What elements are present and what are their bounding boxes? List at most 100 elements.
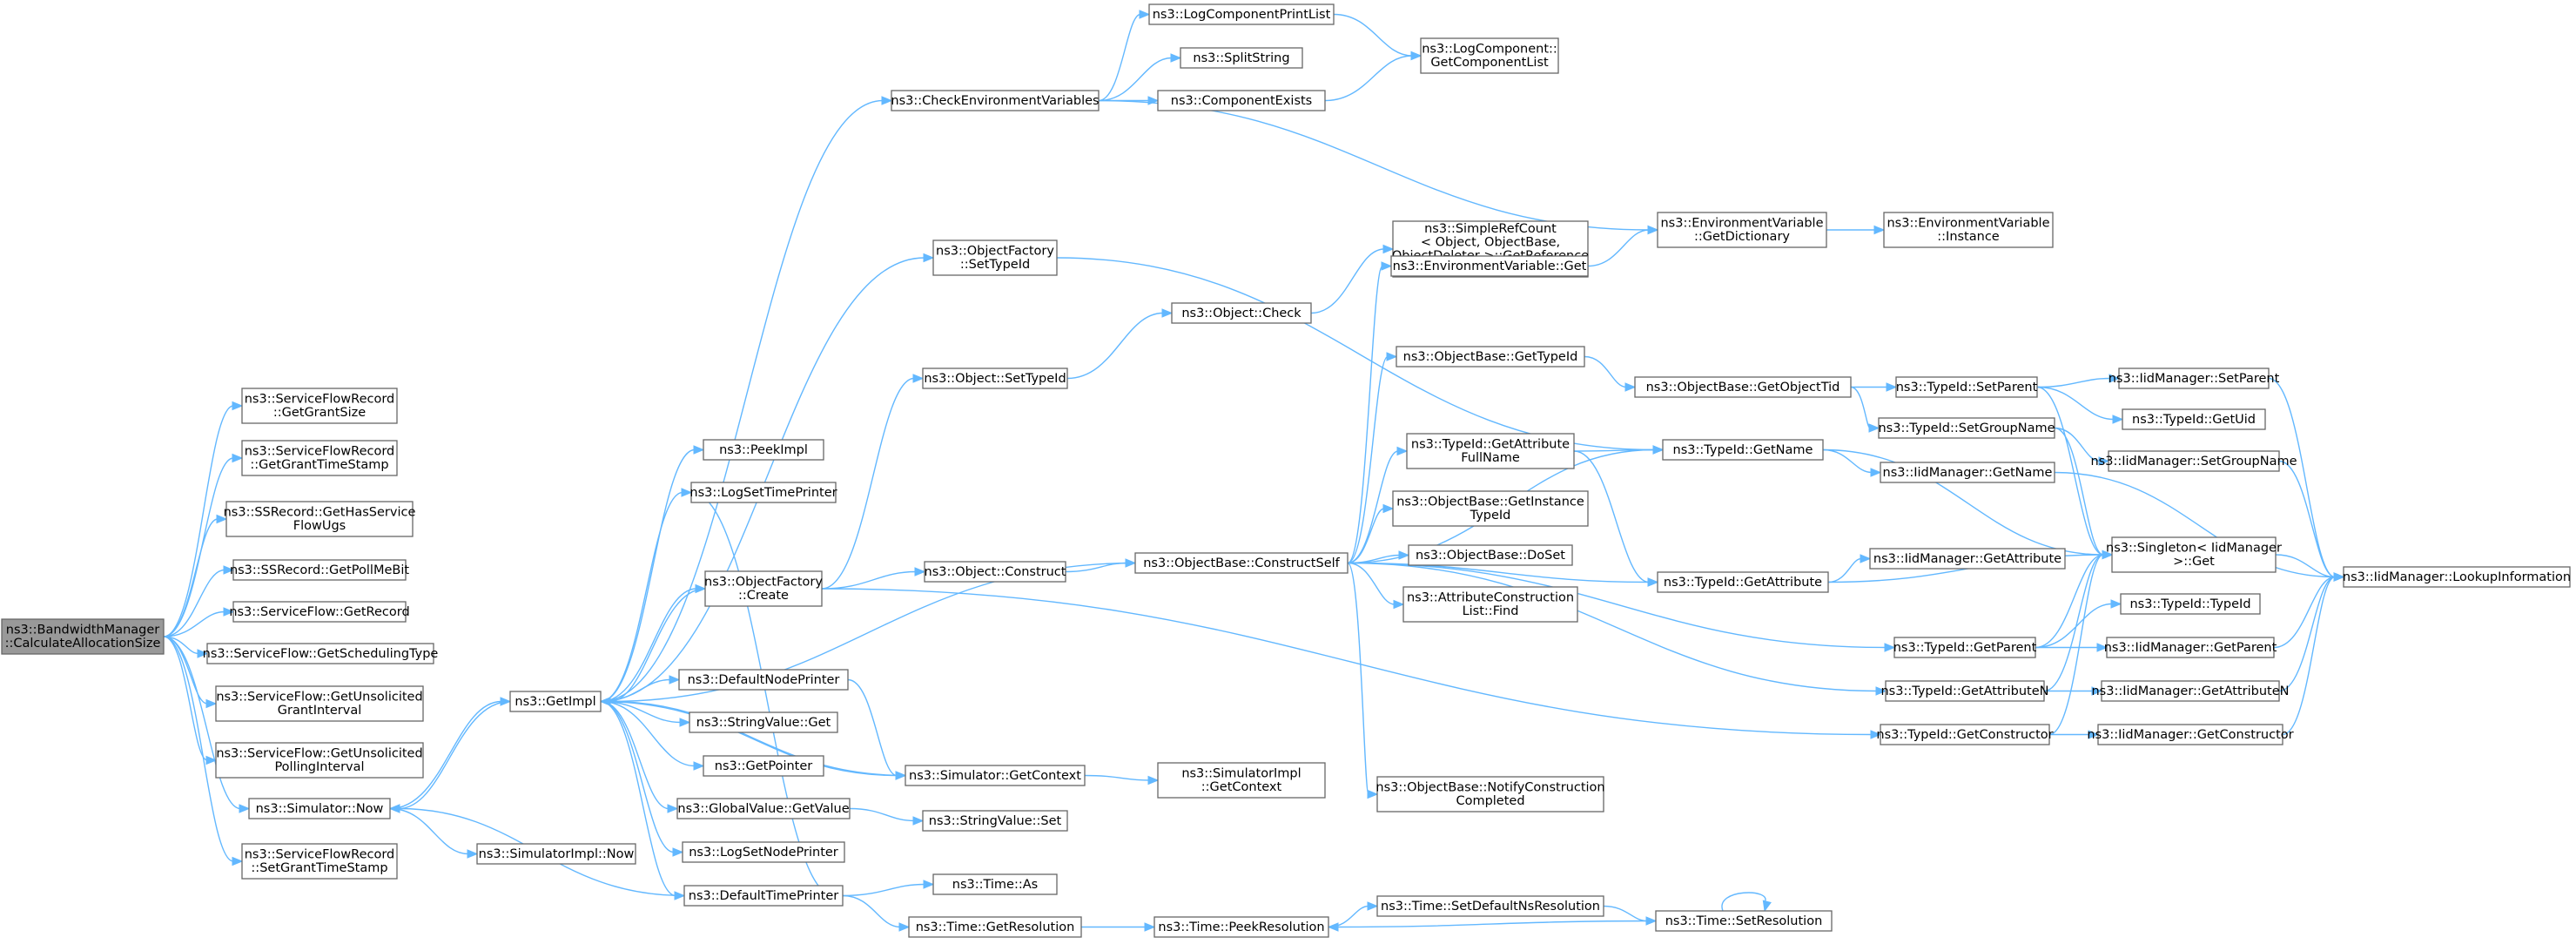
node-logsettp[interactable]: ns3::LogSetTimePrinter	[689, 482, 837, 503]
node-peekimpl[interactable]: ns3::PeekImpl	[703, 439, 824, 461]
node-compexists[interactable]: ns3::ComponentExists	[1157, 90, 1326, 111]
node-iid-getparent[interactable]: ns3::IidManager::GetParent	[2104, 637, 2277, 658]
node-stringvalue-set[interactable]: ns3::StringValue::Set	[922, 810, 1068, 832]
node-logsetnp[interactable]: ns3::LogSetNodePrinter	[682, 841, 845, 863]
node-root[interactable]: ns3::BandwidthManager::CalculateAllocati…	[1, 618, 165, 655]
edge-tid-getconstructor-to-iid-getconstructor	[2048, 730, 2100, 739]
node-sfr-setgrantts[interactable]: ns3::ServiceFlowRecord::SetGrantTimeStam…	[241, 843, 398, 880]
node-ob-gettypeid[interactable]: ns3::ObjectBase::GetTypeId	[1396, 346, 1585, 367]
edge-time-getres-to-time-peekres	[1080, 922, 1156, 932]
node-iid-lookupinfo[interactable]: ns3::IidManager::LookupInformation	[2343, 566, 2571, 588]
node-box	[2097, 724, 2283, 745]
node-tid-getattributen[interactable]: ns3::TypeId::GetAttributeN	[1880, 680, 2049, 702]
node-sf-getsched[interactable]: ns3::ServiceFlow::GetSchedulingType	[203, 643, 439, 664]
node-label: ns3::ObjectBase::GetTypeId	[1403, 350, 1578, 364]
node-sfr-getgrantts[interactable]: ns3::ServiceFlowRecord::GetGrantTimeStam…	[241, 440, 398, 476]
node-simimpl-getcontext[interactable]: ns3::SimulatorImpl::GetContext	[1157, 762, 1326, 799]
node-label: ns3::SimulatorImpl	[1181, 767, 1301, 781]
node-defnodeprinter[interactable]: ns3::DefaultNodePrinter	[678, 669, 849, 691]
node-deftimeprinter[interactable]: ns3::DefaultTimePrinter	[683, 885, 844, 907]
edge-arrowhead	[1170, 53, 1182, 63]
node-time-setdefaultns[interactable]: ns3::Time::SetDefaultNsResolution	[1376, 895, 1604, 917]
node-tid-setparent[interactable]: ns3::TypeId::SetParent	[1895, 376, 2038, 398]
node-envvar-get[interactable]: ns3::EnvironmentVariable::Get	[1390, 255, 1589, 277]
node-splitstring[interactable]: ns3::SplitString	[1180, 47, 1303, 69]
edge-arrowhead	[1147, 775, 1160, 786]
edge-line	[163, 457, 234, 637]
node-tid-getconstructor[interactable]: ns3::TypeId::GetConstructor	[1876, 724, 2054, 745]
node-time-peekres[interactable]: ns3::Time::PeekResolution	[1153, 916, 1329, 938]
node-of-create[interactable]: ns3::ObjectFactory::Create	[704, 570, 823, 607]
node-sim-getcontext[interactable]: ns3::Simulator::GetContext	[905, 765, 1086, 786]
node-checkenv[interactable]: ns3::CheckEnvironmentVariables	[891, 90, 1100, 111]
node-iid-getattributen[interactable]: ns3::IidManager::GetAttributeN	[2091, 680, 2290, 702]
edge-line	[2048, 554, 2104, 736]
node-envvar-getdict[interactable]: ns3::EnvironmentVariable::GetDictionary	[1657, 212, 1827, 248]
node-simimpl-now[interactable]: ns3::SimulatorImpl::Now	[476, 843, 636, 865]
node-iid-setgroupname[interactable]: ns3::IidManager::SetGroupName	[2090, 450, 2297, 472]
node-sf-getrecord[interactable]: ns3::ServiceFlow::GetRecord	[229, 601, 410, 623]
edge-arrowhead	[1652, 445, 1665, 455]
node-tid-getattribute[interactable]: ns3::TypeId::GetAttribute	[1657, 571, 1829, 593]
node-stringvalue-get[interactable]: ns3::StringValue::Get	[689, 711, 838, 733]
node-ob-notifyconst[interactable]: ns3::ObjectBase::NotifyConstructionCompl…	[1375, 776, 1605, 813]
node-logcompprintlist[interactable]: ns3::LogComponentPrintList	[1148, 3, 1335, 25]
node-label: ns3::TypeId::GetUid	[2132, 413, 2256, 427]
node-ob-constructself[interactable]: ns3::ObjectBase::ConstructSelf	[1134, 552, 1349, 574]
node-time-getres[interactable]: ns3::Time::GetResolution	[908, 916, 1082, 938]
node-globalvalue-get[interactable]: ns3::GlobalValue::GetValue	[676, 798, 851, 819]
edge-line	[1347, 355, 1389, 564]
node-iid-getname[interactable]: ns3::IidManager::GetName	[1880, 462, 2055, 483]
edge-line	[1310, 248, 1385, 314]
node-of-settypeid[interactable]: ns3::ObjectFactory::SetTypeId	[932, 239, 1058, 276]
node-label: ns3::IidManager::GetParent	[2104, 641, 2277, 655]
edge-getimpl-to-checkenv	[600, 96, 893, 703]
edge-line	[389, 700, 502, 810]
node-iid-setparent[interactable]: ns3::IidManager::SetParent	[2109, 367, 2280, 389]
edge-line	[1721, 892, 1766, 912]
node-sim-now[interactable]: ns3::Simulator::Now	[248, 798, 391, 819]
node-iid-getconstructor[interactable]: ns3::IidManager::GetConstructor	[2087, 724, 2294, 745]
edge-arrowhead	[1410, 51, 1423, 61]
node-time-setres[interactable]: ns3::Time::SetResolution	[1655, 910, 1833, 932]
node-tid-setgroupname[interactable]: ns3::TypeId::SetGroupName	[1878, 417, 2055, 439]
node-tid-getname[interactable]: ns3::TypeId::GetName	[1662, 439, 1824, 461]
node-time-as[interactable]: ns3::Time::As	[932, 873, 1058, 895]
node-ssr-pollme[interactable]: ns3::SSRecord::GetPollMeBit	[230, 559, 409, 581]
node-singleton-get[interactable]: ns3::Singleton< IidManager>::Get	[2106, 536, 2282, 573]
node-label: ns3::Simulator::Now	[256, 802, 384, 816]
node-label: ::GetDictionary	[1694, 230, 1790, 244]
edge-line	[1850, 386, 1871, 429]
node-box	[1880, 462, 2055, 483]
node-getpointer[interactable]: ns3::GetPointer	[703, 755, 824, 777]
edge-arrowhead	[2110, 599, 2122, 609]
edge-getimpl-to-logsetnp	[600, 700, 684, 857]
node-getimpl[interactable]: ns3::GetImpl	[509, 691, 602, 712]
edge-line	[600, 99, 884, 703]
node-sfr-getgrantsize[interactable]: ns3::ServiceFlowRecord::GetGrantSize	[241, 388, 398, 424]
node-label: ns3::IidManager::SetParent	[2109, 372, 2280, 386]
node-tid-getuid[interactable]: ns3::TypeId::GetUid	[2122, 408, 2266, 430]
node-ob-doset[interactable]: ns3::ObjectBase::DoSet	[1408, 544, 1573, 566]
node-obj-construct[interactable]: ns3::Object::Construct	[924, 561, 1066, 583]
node-obj-check[interactable]: ns3::Object::Check	[1171, 302, 1312, 324]
node-envvar-instance[interactable]: ns3::EnvironmentVariable::Instance	[1883, 212, 2054, 248]
node-tid-getparent[interactable]: ns3::TypeId::GetParent	[1893, 637, 2037, 658]
node-obj-settypeid[interactable]: ns3::Object::SetTypeId	[922, 367, 1068, 389]
node-tid-tid[interactable]: ns3::TypeId::TypeId	[2120, 593, 2261, 615]
edge-line	[2273, 576, 2336, 649]
edge-line	[600, 700, 898, 777]
edge-line	[2054, 427, 2101, 462]
node-sf-unsolgrant[interactable]: ns3::ServiceFlow::GetUnsolicitedGrantInt…	[215, 685, 424, 722]
node-logcomp-getlist[interactable]: ns3::LogComponent::GetComponentList	[1420, 37, 1559, 74]
edge-line	[1347, 508, 1385, 564]
node-box	[682, 841, 845, 863]
node-iid-getattribute[interactable]: ns3::IidManager::GetAttribute	[1869, 548, 2066, 570]
edge-singleton-get-to-iid-lookupinfo	[2275, 554, 2345, 582]
node-sf-unsolpoll[interactable]: ns3::ServiceFlow::GetUnsolicitedPollingI…	[215, 742, 424, 779]
node-ob-getobjecttid[interactable]: ns3::ObjectBase::GetObjectTid	[1634, 376, 1852, 398]
